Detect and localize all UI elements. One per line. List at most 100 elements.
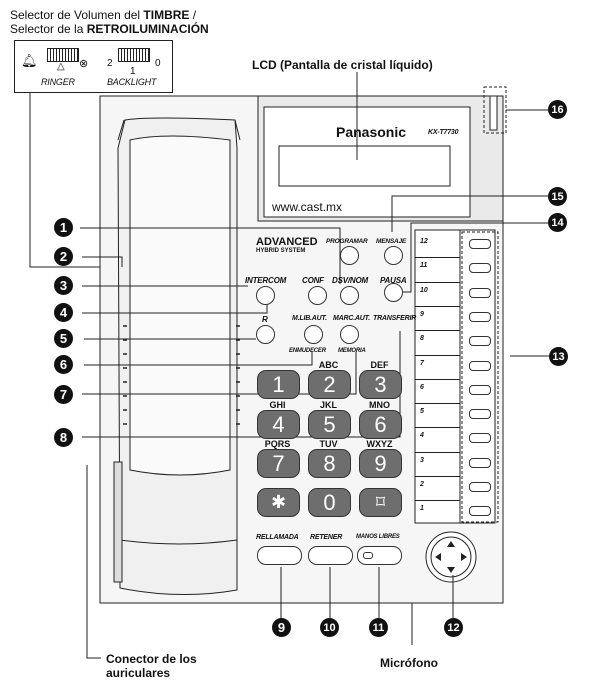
callout-15: 15 xyxy=(548,187,567,206)
callout-3: 3 xyxy=(54,276,73,295)
label-manos-libres: MANOS LIBRES xyxy=(356,534,400,540)
key-9[interactable]: 9 xyxy=(359,449,402,478)
intercom-button[interactable] xyxy=(256,286,275,305)
programar-button[interactable] xyxy=(340,246,359,265)
line-key-button[interactable] xyxy=(469,336,491,347)
key-6[interactable]: 6 xyxy=(359,410,402,439)
callout-6: 6 xyxy=(54,355,73,374)
line-key-button[interactable] xyxy=(469,384,491,395)
label-conf: CONF xyxy=(302,276,324,285)
callout-4: 4 xyxy=(54,303,73,322)
key-letters-6: MNO xyxy=(369,400,390,410)
line-key-number: 2 xyxy=(420,481,424,488)
label-memoria: MEMORIA xyxy=(338,348,366,354)
hybrid-system-label: HYBRID SYSTEM xyxy=(256,248,306,254)
line-key-number: 5 xyxy=(420,408,424,416)
selector-line1-suffix: / xyxy=(189,8,197,22)
line-key-button[interactable] xyxy=(469,287,491,298)
line-key-number: 7 xyxy=(420,359,424,367)
line-key-divider xyxy=(415,257,460,259)
line-key-number: 12 xyxy=(420,238,428,245)
label-retener: RETENER xyxy=(310,534,343,541)
connector-line2: auriculares xyxy=(106,666,171,680)
line-key-button[interactable] xyxy=(469,482,491,492)
key-hash[interactable]: ⌑ xyxy=(359,488,402,517)
callout-12: 12 xyxy=(444,618,463,637)
callout-11: 11 xyxy=(369,618,388,637)
selector-line2-bold: RETROILUMINACIÓN xyxy=(86,22,209,36)
dsv-nom-button[interactable] xyxy=(340,286,359,305)
r-button[interactable] xyxy=(256,325,275,344)
line-key-divider xyxy=(415,476,460,477)
key-7[interactable]: 7 xyxy=(257,449,300,478)
retener-button[interactable] xyxy=(308,546,353,565)
lcd-screen xyxy=(280,147,449,185)
label-marc-aut: MARC.AUT. xyxy=(333,315,370,322)
line-key-button[interactable] xyxy=(469,457,491,468)
callout-2: 2 xyxy=(54,247,73,266)
manos-libres-button[interactable] xyxy=(357,546,402,565)
selector-box: 🔔︎ △ ⊗ RINGER 2 1 0 BACKLIGHT xyxy=(14,40,173,93)
key-1[interactable]: 1 xyxy=(257,370,300,399)
ringer-switch[interactable] xyxy=(47,48,79,62)
mlib-aut-button[interactable] xyxy=(304,325,323,344)
key-star[interactable]: ✱ xyxy=(257,488,300,517)
selector-title: Selector de Volumen del TIMBRE / Selecto… xyxy=(10,8,209,36)
key-0[interactable]: 0 xyxy=(308,488,351,517)
callout-8: 8 xyxy=(54,428,73,447)
line-key-button[interactable] xyxy=(469,409,491,420)
key-2[interactable]: 2 xyxy=(308,370,351,399)
line-key-number: 1 xyxy=(420,505,424,513)
line-key-number: 10 xyxy=(420,286,428,294)
mensaje-button[interactable] xyxy=(384,246,403,265)
key-letters-4: GHI xyxy=(269,400,286,410)
line-key-button[interactable] xyxy=(469,311,491,322)
pausa-button[interactable] xyxy=(384,283,403,302)
line-key-divider xyxy=(415,378,460,380)
rellamada-button[interactable] xyxy=(257,546,302,565)
backlight-scale-2: 2 xyxy=(107,58,113,69)
navigator-key[interactable] xyxy=(426,532,476,582)
line-key-button[interactable] xyxy=(469,433,491,444)
line-key-button[interactable] xyxy=(469,360,491,371)
callout-10: 10 xyxy=(320,618,339,637)
microphone-label: Micrófono xyxy=(380,656,438,670)
label-mlib-aut: M.LIB.AUT. xyxy=(292,315,327,322)
backlight-scale-1: 1 xyxy=(130,66,136,77)
line-key-number: 6 xyxy=(420,383,424,391)
conf-button[interactable] xyxy=(308,286,327,305)
marc-aut-button[interactable] xyxy=(340,325,359,344)
callout-9: 9 xyxy=(272,618,291,637)
label-dsv-nom: DSV/NOM xyxy=(332,276,368,285)
key-letters-7: PQRS xyxy=(264,439,291,449)
website-text: www.cast.mx xyxy=(272,200,343,214)
label-pausa: PAUSA xyxy=(380,276,407,285)
backlight-switch[interactable] xyxy=(118,48,150,62)
key-letters-3: DEF xyxy=(370,360,389,370)
line-key-button[interactable] xyxy=(469,263,491,274)
line-key-divider xyxy=(415,330,460,332)
line-key-divider xyxy=(415,427,460,429)
line-key-divider xyxy=(415,281,460,283)
brand-logo: Panasonic xyxy=(336,124,407,140)
key-letters-2: ABC xyxy=(318,360,339,370)
bell-icon: 🔔︎ xyxy=(21,53,38,68)
callout-14: 14 xyxy=(548,213,567,232)
line-key-number: 4 xyxy=(420,432,424,440)
key-8[interactable]: 8 xyxy=(308,449,351,478)
connector-line1: Conector de los xyxy=(106,652,197,666)
key-3[interactable]: 3 xyxy=(359,370,402,399)
line-key-button[interactable] xyxy=(469,506,491,517)
line-key-divider xyxy=(415,403,460,405)
advanced-label: ADVANCED xyxy=(256,236,318,248)
connector-label: Conector de los auriculares xyxy=(106,652,197,680)
callout-7: 7 xyxy=(54,385,73,404)
line-key-button[interactable] xyxy=(469,239,491,249)
model-number: KX-T7730 xyxy=(428,129,459,136)
selector-line1-bold: TIMBRE xyxy=(143,8,190,22)
ringer-label: RINGER xyxy=(41,77,75,87)
selector-line1-prefix: Selector de Volumen del xyxy=(10,8,144,22)
key-letters-9: WXYZ xyxy=(366,439,393,449)
key-4[interactable]: 4 xyxy=(257,410,300,439)
key-5[interactable]: 5 xyxy=(308,410,351,439)
